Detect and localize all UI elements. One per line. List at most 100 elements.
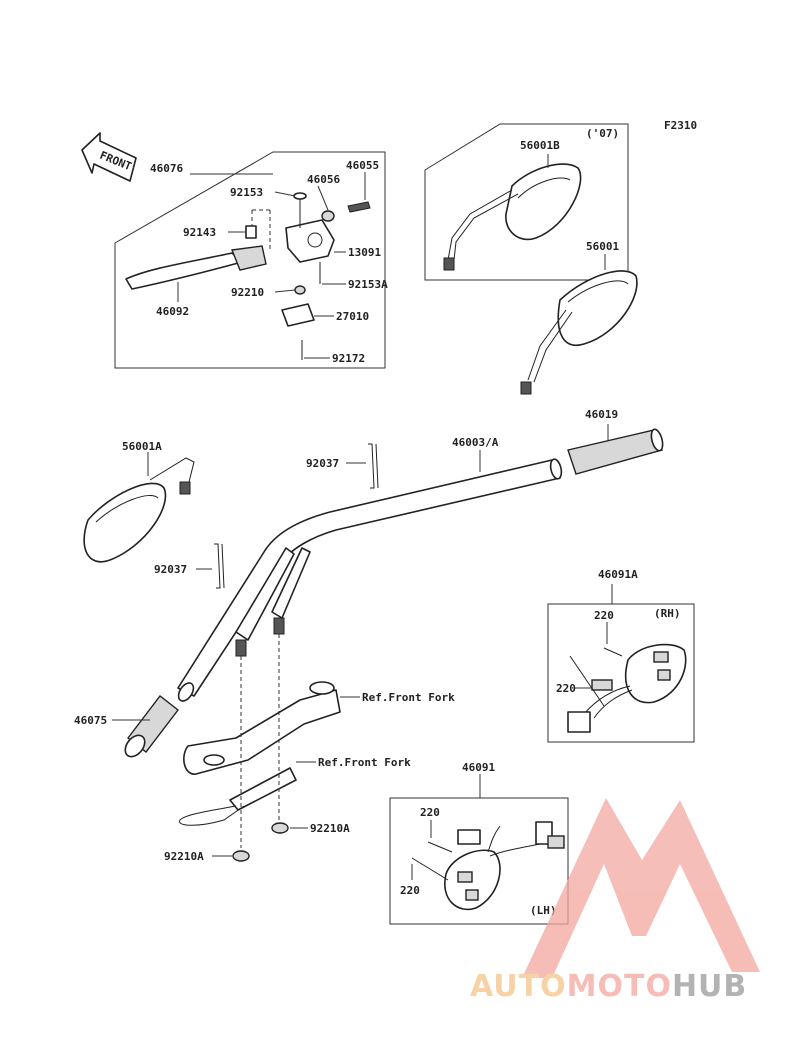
mirror-right-group: 56001 bbox=[520, 240, 638, 395]
switch-lh-button bbox=[457, 871, 473, 883]
handlebar-end-right bbox=[549, 458, 563, 480]
callout-92037-upper: 92037 bbox=[306, 457, 339, 470]
callout-46019: 46019 bbox=[585, 408, 618, 421]
clamp-92037-lower: 92037 bbox=[154, 543, 225, 589]
callout-46076: 46076 bbox=[150, 162, 183, 175]
callout-46003a: 46003/A bbox=[452, 436, 499, 449]
clamp-upper-part-2 bbox=[375, 443, 379, 489]
assembly-guide bbox=[251, 209, 271, 252]
bolt-head bbox=[293, 192, 307, 200]
front-arrow-icon: FRONT bbox=[81, 132, 137, 182]
mirror-left-mount bbox=[179, 481, 191, 495]
leader-92210 bbox=[274, 289, 296, 293]
grip-right-end bbox=[650, 428, 664, 452]
mirror-left-group: 56001A bbox=[83, 440, 195, 563]
switch-lh-button-2 bbox=[465, 889, 479, 901]
label-lh: (LH) bbox=[530, 904, 557, 917]
nut-92210a-left-part bbox=[232, 850, 250, 862]
switch-lh-plug bbox=[547, 835, 565, 849]
callout-46091: 46091 bbox=[462, 761, 495, 774]
switch-lh-wire-2 bbox=[487, 825, 501, 853]
handlebar-riser-left bbox=[235, 547, 295, 641]
upper-bracket-bore bbox=[309, 681, 335, 695]
assembly-line-studs bbox=[240, 634, 280, 848]
clamp-lower-part bbox=[214, 543, 221, 589]
mirror-right-stem-2 bbox=[533, 311, 573, 383]
mirror-56001b-part bbox=[505, 163, 582, 241]
mirror-glass-line bbox=[517, 177, 571, 199]
callout-27010: 27010 bbox=[336, 310, 369, 323]
callout-56001b: 56001B bbox=[520, 139, 560, 152]
watermark-text: AUTOMOTOHUB bbox=[470, 969, 747, 1004]
upper-bracket-bore-2 bbox=[203, 754, 225, 766]
callout-92172: 92172 bbox=[332, 352, 365, 365]
handlebar-46003a-part bbox=[177, 459, 561, 697]
riser-stud-right bbox=[273, 617, 285, 635]
callout-46056: 46056 bbox=[307, 173, 340, 186]
handlebar-riser-right bbox=[271, 547, 311, 619]
lever-holder-part bbox=[285, 219, 335, 263]
switch-rh-button bbox=[653, 651, 669, 663]
callout-year-07: ('07) bbox=[586, 127, 619, 140]
mirror-left-stem bbox=[149, 457, 195, 487]
handlebar-end-left bbox=[177, 682, 195, 702]
leader-92153 bbox=[274, 191, 296, 197]
switch-rh-housing bbox=[624, 643, 687, 704]
mirror-left-glass-line bbox=[95, 495, 159, 523]
switch-rh-plug bbox=[591, 679, 613, 691]
switch-rh-frame bbox=[547, 603, 695, 743]
nut-92210a-left: 92210A bbox=[164, 850, 250, 863]
callout-46091a: 46091A bbox=[598, 568, 638, 581]
label-rh: (RH) bbox=[654, 607, 681, 620]
watermark-auto: AUTO bbox=[470, 969, 567, 1004]
mirror-right-stem bbox=[527, 309, 567, 381]
switch-lh-group: 46091 (LH) 220 220 bbox=[389, 761, 569, 925]
washer-46056-part bbox=[321, 210, 335, 222]
watermark-moto: MOTO bbox=[567, 969, 672, 1004]
nut-92210-part bbox=[294, 285, 306, 295]
clamp-lower-part-2 bbox=[221, 543, 225, 589]
callout-56001a: 56001A bbox=[122, 440, 162, 453]
mirror-07-group: 56001B ('07) bbox=[424, 123, 629, 281]
clutch-lever-part bbox=[125, 252, 243, 290]
switch-rh-group: 46091A (RH) 220 220 bbox=[547, 568, 695, 743]
mirror-07-mount bbox=[443, 257, 455, 271]
mirror-right-mount bbox=[520, 381, 532, 395]
mirror-07-frame bbox=[424, 123, 629, 281]
callout-ref-fork-2: Ref.Front Fork bbox=[318, 756, 411, 769]
cable-clip-part bbox=[179, 805, 245, 826]
clutch-lever-assembly: 46076 46055 46056 92153 92143 13091 9215… bbox=[114, 151, 388, 369]
callout-56001: 56001 bbox=[586, 240, 619, 253]
screw-220-lh-upper bbox=[427, 841, 453, 853]
callout-92210: 92210 bbox=[231, 286, 264, 299]
mirror-07-stem bbox=[447, 189, 513, 261]
nut-92210a-right-part bbox=[271, 822, 289, 834]
lower-bracket-part bbox=[229, 767, 297, 811]
collar-part bbox=[245, 225, 257, 239]
callout-ref-fork-1: Ref.Front Fork bbox=[362, 691, 455, 704]
switch-lh-wire bbox=[489, 843, 541, 857]
clamp-92037-upper: 92037 bbox=[306, 443, 379, 489]
callout-92153: 92153 bbox=[230, 186, 263, 199]
callout-46075: 46075 bbox=[74, 714, 107, 727]
mirror-right-glass-line bbox=[567, 280, 629, 303]
assembly-frame bbox=[114, 151, 386, 369]
callout-220-lh-upper: 220 bbox=[420, 806, 440, 819]
mirror-07-stem-2 bbox=[453, 193, 519, 261]
callout-220-rh-upper: 220 bbox=[594, 609, 614, 622]
callout-92143: 92143 bbox=[183, 226, 216, 239]
callout-220-lh-lower: 220 bbox=[400, 884, 420, 897]
watermark-triangle-icon bbox=[522, 798, 760, 978]
callout-13091: 13091 bbox=[348, 246, 381, 259]
callout-46092: 46092 bbox=[156, 305, 189, 318]
callout-92037-lower: 92037 bbox=[154, 563, 187, 576]
callout-220-rh-lower: 220 bbox=[556, 682, 576, 695]
callout-92210a-right: 92210A bbox=[310, 822, 350, 835]
callout-92153a: 92153A bbox=[348, 278, 388, 291]
fork-bracket-lower: Ref.Front Fork bbox=[179, 756, 411, 826]
switch-rh-wire bbox=[583, 685, 631, 715]
nut-92210a-right: 92210A bbox=[271, 822, 350, 835]
mirror-56001a-part bbox=[83, 482, 167, 563]
holder-bore bbox=[307, 232, 323, 248]
